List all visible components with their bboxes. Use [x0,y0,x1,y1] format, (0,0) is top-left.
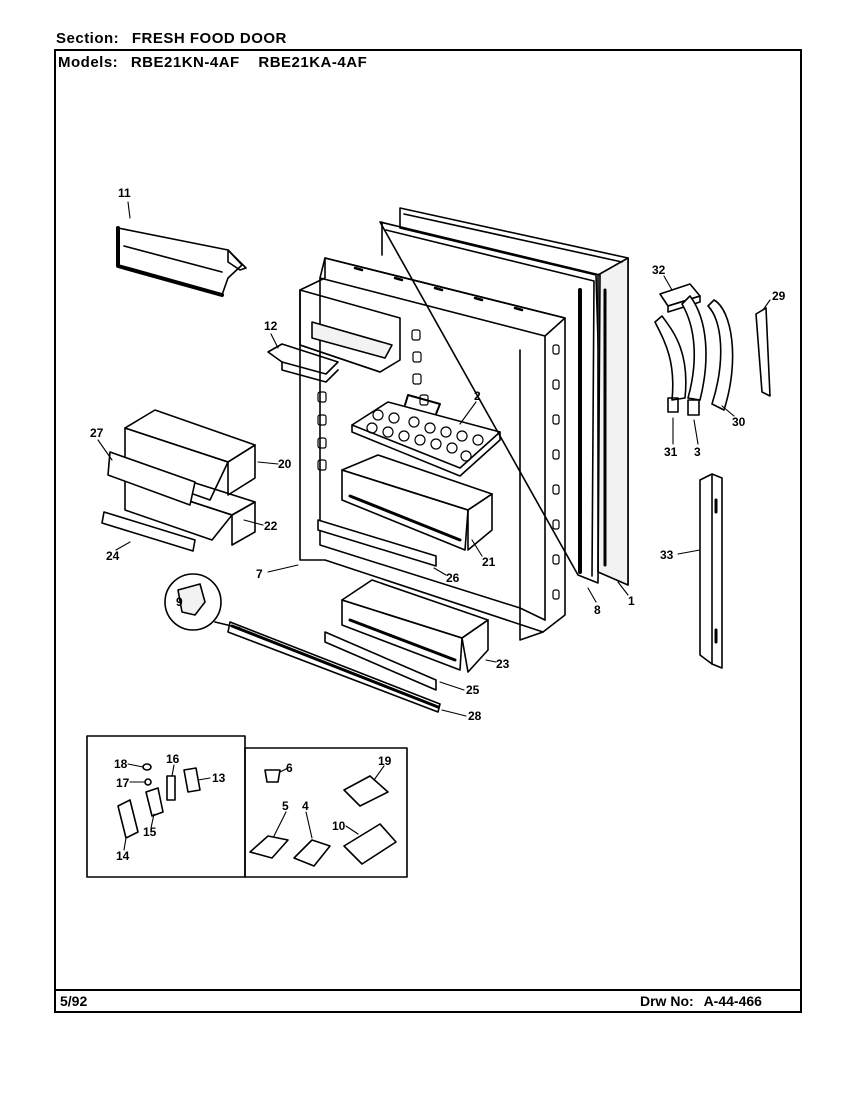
hinge-arm-middle [681,295,707,416]
inner-door-liner [299,257,566,641]
drawing-number-block: Drw No: A-44-466 [640,993,762,1009]
model-number-2: RBE21KA-4AF [258,54,368,71]
door-side-trim [699,473,723,669]
callout-24: 24 [106,549,120,563]
hinge-bracket-13 [183,767,201,793]
callout-15: 15 [143,825,157,839]
hinge-bracket-14 [117,799,139,839]
callout-20: 20 [278,457,292,471]
hinge-pin-detail [164,573,241,631]
callout-3: 3 [694,445,701,459]
callout-31: 31 [664,445,678,459]
egg-tray [351,394,501,477]
hinge-pin-15 [145,787,164,817]
cap-10 [343,823,397,865]
door-bin-upper-left [124,409,256,501]
outer-door-panel [399,207,629,586]
callout-7: 7 [256,567,263,581]
footer-rule [54,989,802,991]
callout-29: 29 [772,289,786,303]
callout-23: 23 [496,657,510,671]
leader-lines [97,201,771,851]
callout-19: 19 [378,754,392,768]
callout-30: 30 [732,415,746,429]
callout-26: 26 [446,571,460,585]
callout-5: 5 [282,799,289,813]
drawing-number: A-44-466 [703,993,762,1009]
dairy-compartment [299,289,401,373]
models-label: Models: [58,54,119,71]
section-value: FRESH FOOD DOOR [131,30,287,47]
trim-strip-middle [317,519,437,567]
callout-22: 22 [264,519,278,533]
callout-17: 17 [116,776,130,790]
callout-16: 16 [166,752,180,766]
cover-5 [249,835,289,859]
callout-18: 18 [114,757,128,771]
callout-12: 12 [264,319,278,333]
section-label: Section: [56,30,120,47]
drawing-number-label: Drw No: [640,993,694,1009]
dairy-door [116,226,247,297]
trim-strip-lower [324,631,437,691]
callout-21: 21 [482,555,496,569]
model-number-1: RBE21KN-4AF [130,54,240,71]
callout-8: 8 [594,603,601,617]
callout-28: 28 [468,709,482,723]
callout-11: 11 [118,186,131,200]
callout-6: 6 [286,761,293,775]
door-bin-lower [341,579,489,673]
plug-6 [264,769,281,783]
hinge-arm-left [654,315,687,413]
screw-17 [144,778,152,786]
models-heading: Models: RBE21KN-4AF RBE21KA-4AF [58,54,367,71]
bottom-door-rail [227,621,441,713]
trim-strip-left [101,511,196,552]
callout-27: 27 [90,426,104,440]
cover-4 [293,839,331,867]
washer-18 [142,763,152,771]
door-gasket [379,221,601,584]
bracket-19 [343,775,389,807]
callout-33: 33 [660,548,674,562]
callout-13: 13 [212,771,226,785]
callout-2: 2 [474,389,481,403]
callout-1: 1 [628,594,635,608]
callout-10: 10 [332,819,346,833]
dairy-door-handle [267,343,339,383]
hinge-spring [755,307,771,397]
callout-32: 32 [652,263,666,277]
spacer-16 [166,775,176,801]
drawing-date: 5/92 [60,993,88,1009]
inset-box-right [244,747,408,878]
door-bin-middle [341,454,493,551]
hinge-cover [707,299,734,411]
callout-4: 4 [302,799,309,813]
bin-front-strip-left [107,451,196,506]
drawing-frame [54,49,802,1013]
callout-25: 25 [466,683,480,697]
section-heading: Section: FRESH FOOD DOOR [56,30,287,47]
callout-9: 9 [176,595,183,609]
callout-14: 14 [116,849,130,863]
